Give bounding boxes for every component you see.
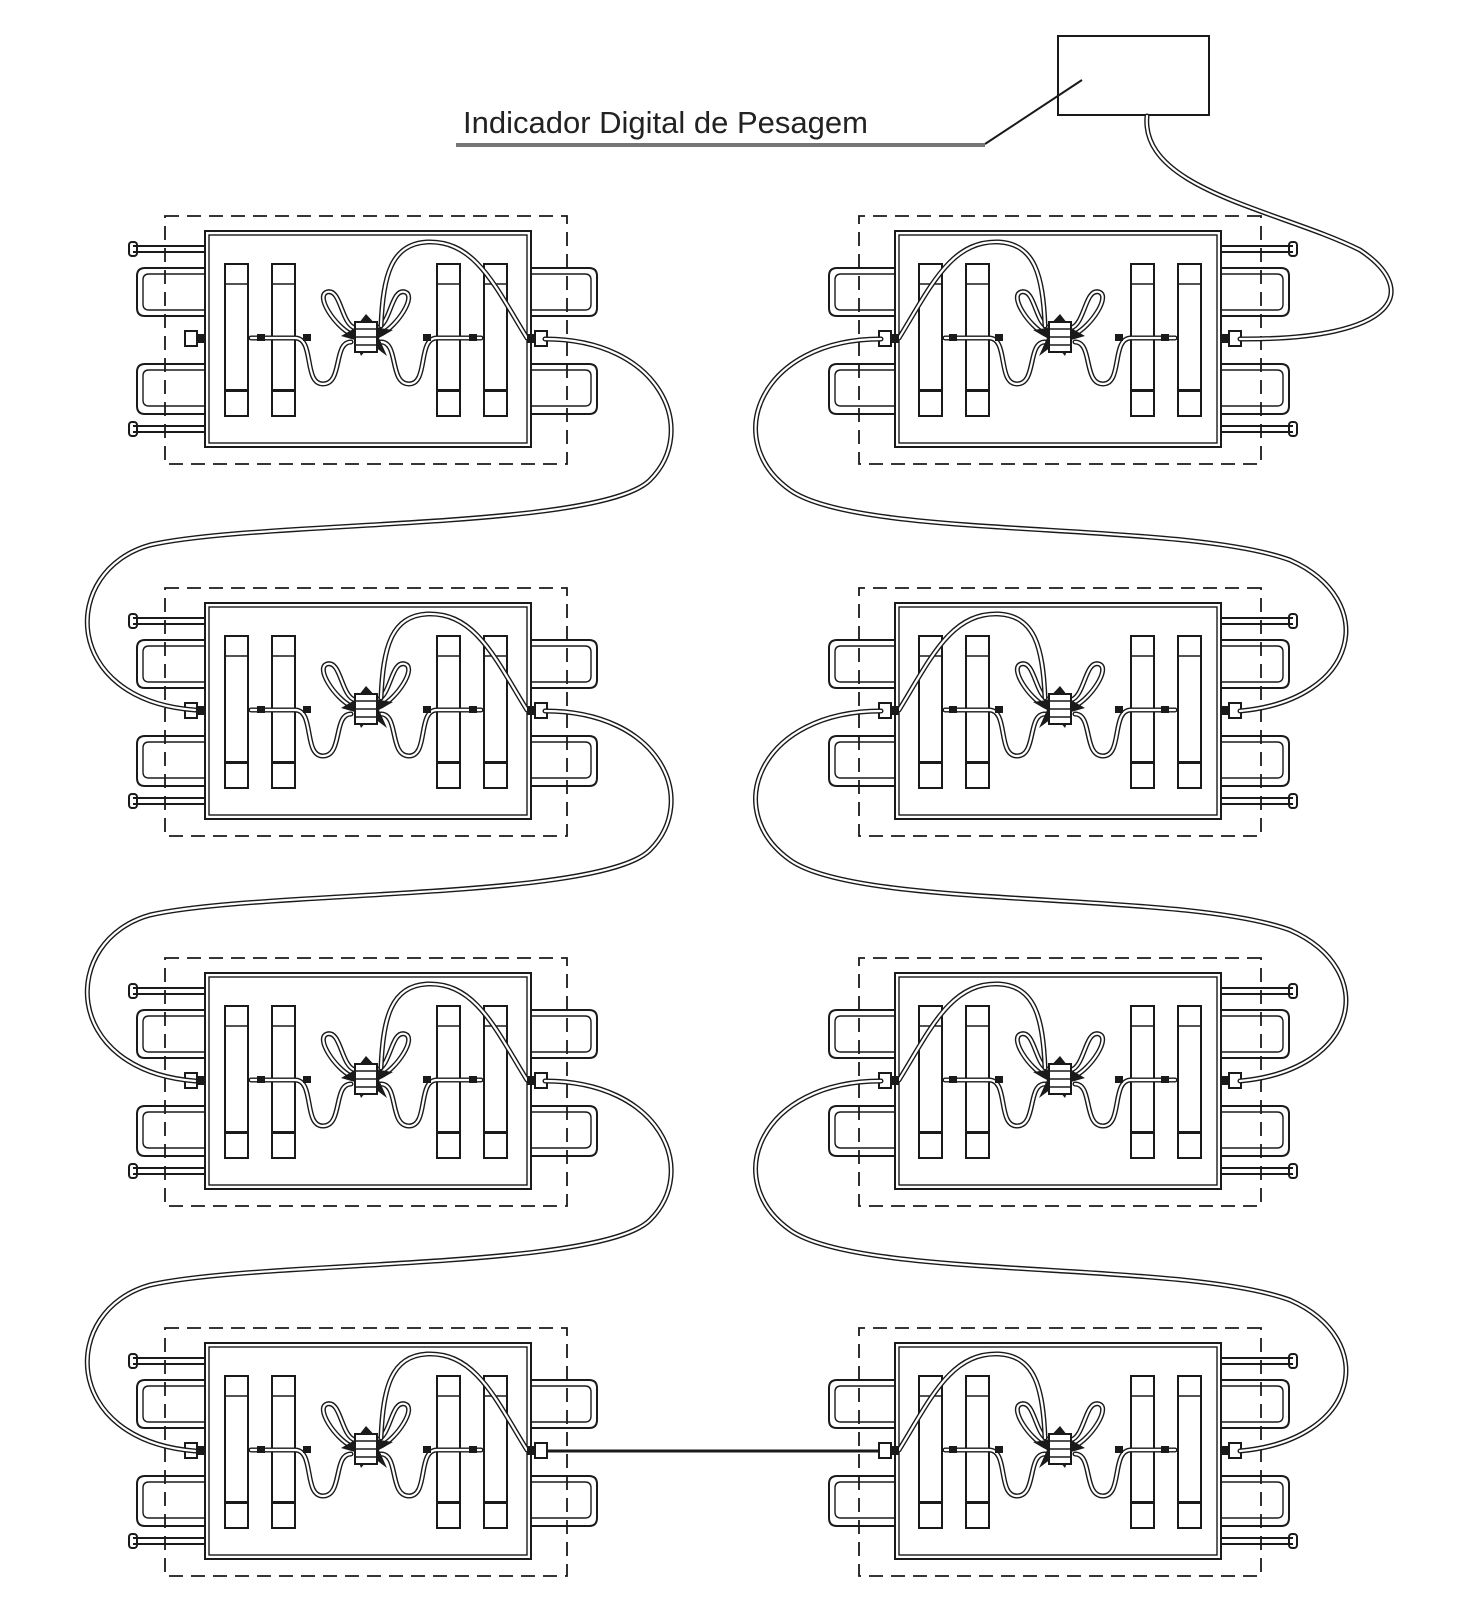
- load-cell-module: [129, 216, 597, 464]
- cable-right-2: [753, 708, 1349, 1084]
- load-cell-module: [129, 1328, 597, 1576]
- load-cell-module: [829, 216, 1297, 464]
- load-cell-module: [129, 958, 597, 1206]
- callout-label: Indicador Digital de Pesagem: [463, 105, 868, 140]
- cable-indicator: [1144, 113, 1394, 342]
- cable-left-2: [84, 708, 674, 1084]
- cable-left-3: [84, 1078, 674, 1454]
- indicator-box: [1057, 35, 1210, 116]
- load-cell-module: [829, 1328, 1297, 1576]
- load-cell-module: [829, 958, 1297, 1206]
- load-cell-module: [129, 588, 597, 836]
- callout-leader: [984, 79, 1083, 145]
- cable-right-3: [753, 1078, 1349, 1454]
- load-cell-module: [829, 588, 1297, 836]
- cable-left-1: [84, 336, 674, 713]
- cable-right-1: [753, 336, 1349, 714]
